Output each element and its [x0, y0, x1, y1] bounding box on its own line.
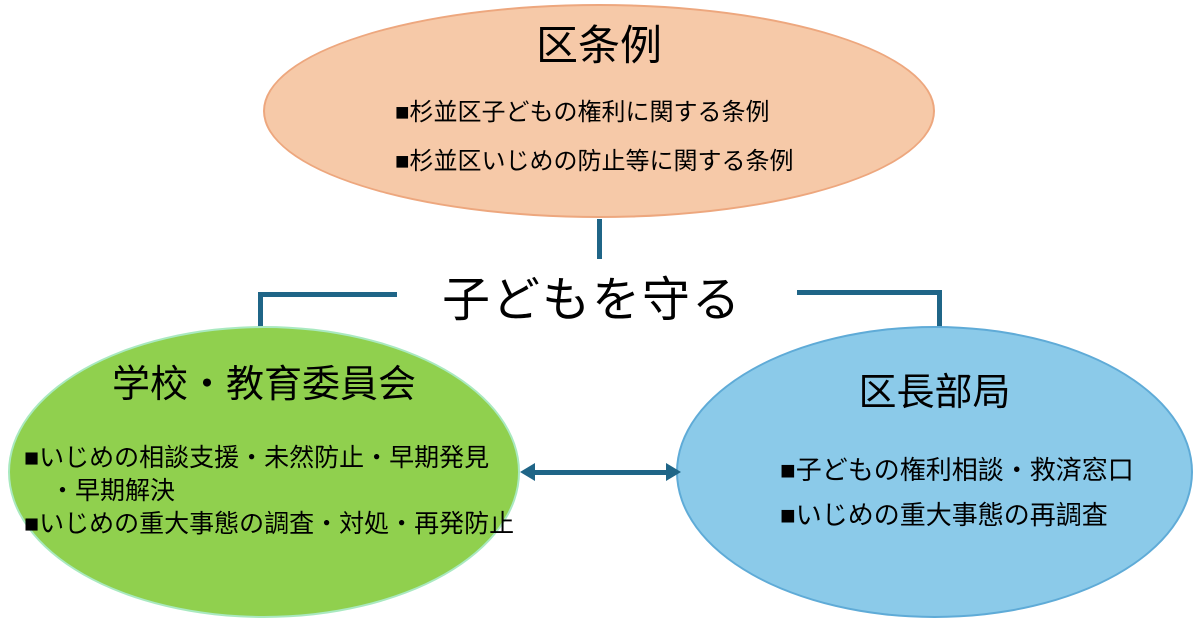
ellipse-mayor-bureau: 区長部局 ■子どもの権利相談・救済窓口 ■いじめの重大事態の再調査 — [676, 326, 1193, 618]
bullet-line: ■子どもの権利相談・救済窓口 — [780, 455, 1134, 485]
arrowhead-right-icon — [666, 463, 681, 481]
ward-ordinance-bullets: ■杉並区子どもの権利に関する条例 ■杉並区いじめの防止等に関する条例 — [395, 88, 794, 186]
center-label: 子どもを守る — [441, 274, 742, 327]
school-board-bullets: ■いじめの相談支援・未然防止・早期発見 ・早期解決 ■いじめの重大事態の調査・対… — [24, 442, 514, 541]
bullet-line: ■杉並区子どもの権利に関する条例 — [395, 99, 770, 126]
bullet-line: ■いじめの重大事態の再調査 — [780, 500, 1108, 530]
connector-right-horizontal — [797, 290, 942, 295]
bullet-line: ■いじめの重大事態の調査・対処・再発防止 — [24, 510, 515, 538]
arrowhead-left-icon — [520, 463, 535, 481]
bullet-line: ■杉並区いじめの防止等に関する条例 — [395, 148, 794, 175]
double-arrow-line — [532, 470, 670, 475]
bullet-line-continuation: ・早期解決 — [50, 477, 176, 505]
mayor-bureau-bullets: ■子どもの権利相談・救済窓口 ■いじめの重大事態の再調査 — [780, 448, 1134, 538]
bullet-line: ■いじめの相談支援・未然防止・早期発見 — [24, 444, 490, 472]
mayor-bureau-title: 区長部局 — [858, 372, 1011, 414]
ward-ordinance-title: 区条例 — [535, 22, 662, 69]
ellipse-school-board: 学校・教育委員会 ■いじめの相談支援・未然防止・早期発見 ・早期解決 ■いじめの… — [8, 326, 520, 618]
school-board-title: 学校・教育委員会 — [111, 364, 416, 406]
connector-left-horizontal — [258, 292, 397, 297]
connector-top-vertical — [597, 219, 602, 259]
connector-left-vertical — [258, 292, 263, 328]
ellipse-ward-ordinance: 区条例 ■杉並区子どもの権利に関する条例 ■杉並区いじめの防止等に関する条例 — [263, 4, 935, 218]
connector-right-vertical — [937, 290, 942, 328]
